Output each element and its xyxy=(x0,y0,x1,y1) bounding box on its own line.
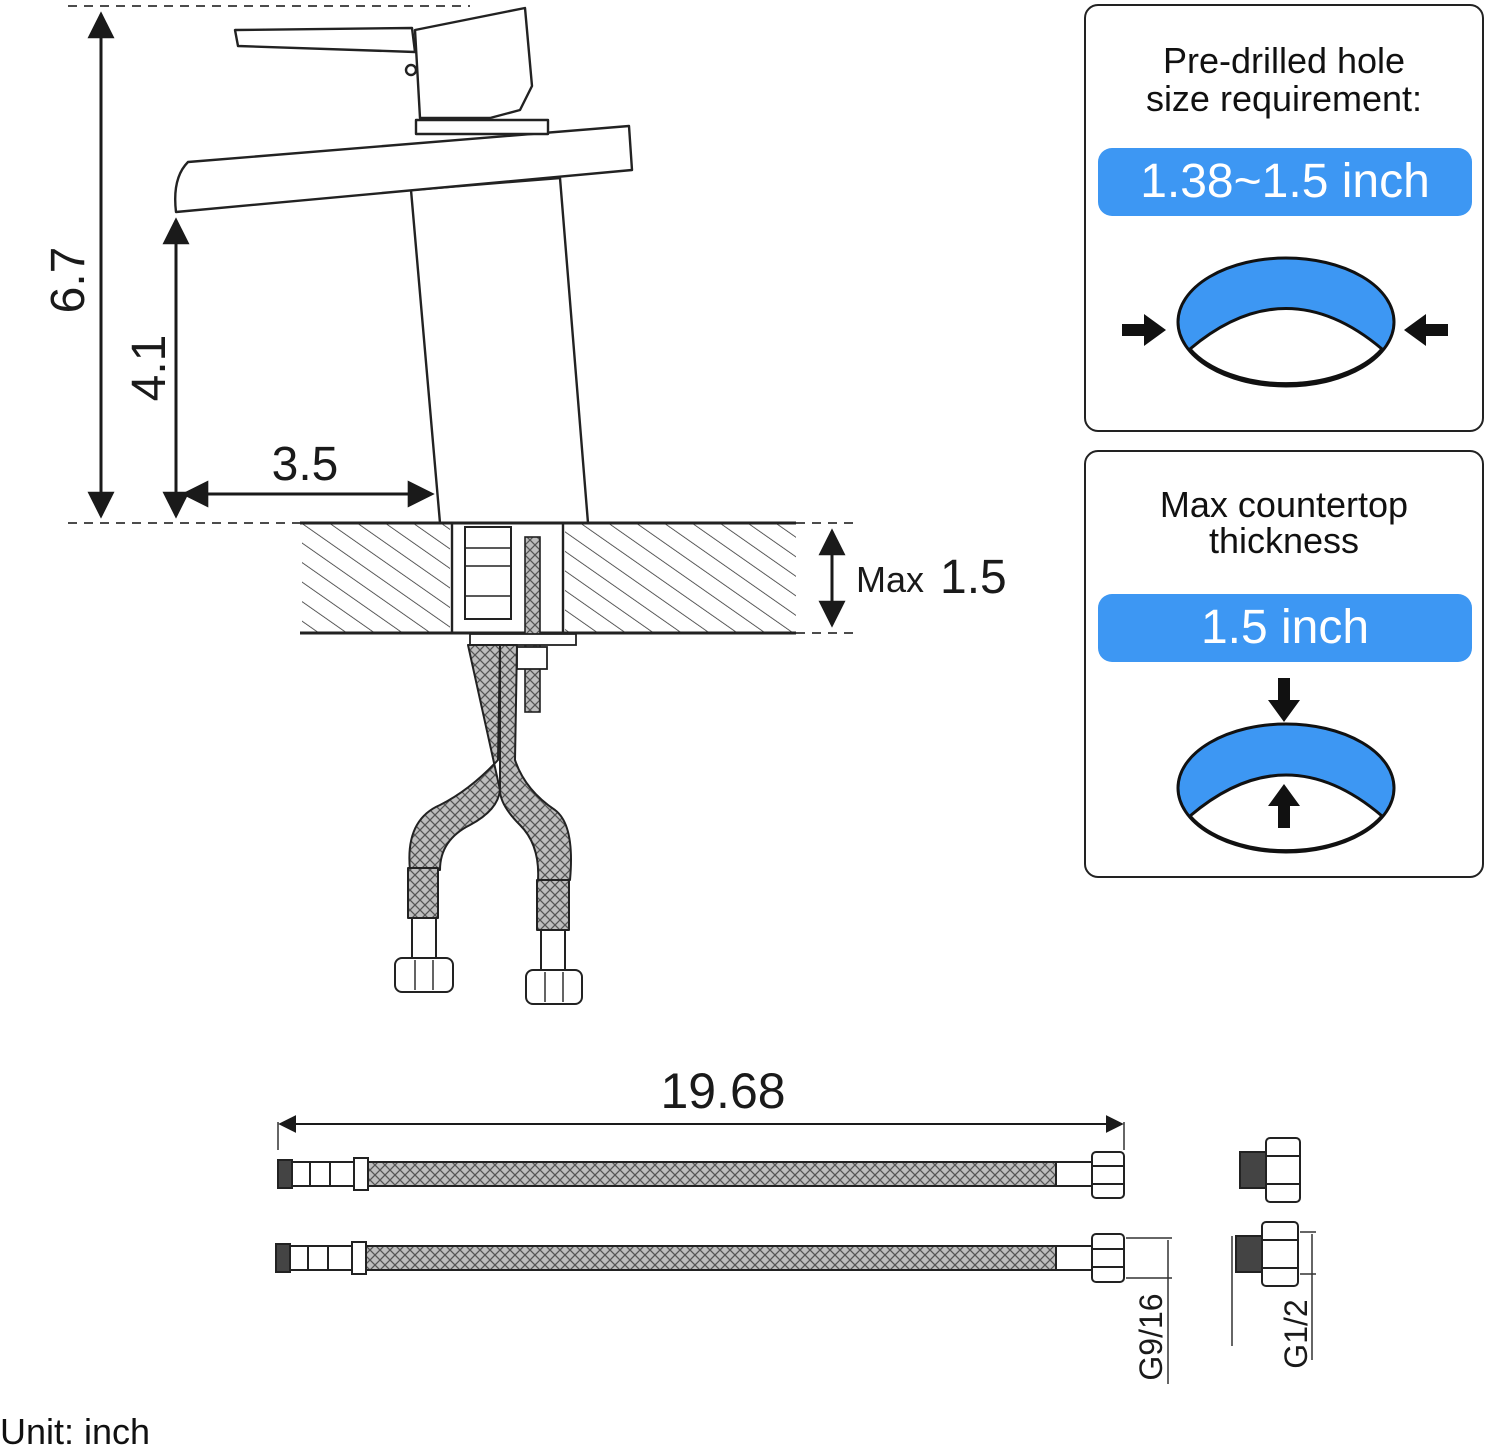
thickness-title-line2: thickness xyxy=(1208,520,1360,561)
reach-label: 3.5 xyxy=(272,438,339,491)
hose-thread-label: G9/16 xyxy=(1133,1293,1169,1380)
reference-lines xyxy=(68,5,860,634)
adapter-thread-dimension xyxy=(1231,1231,1316,1360)
adapter-thread-label: G1/2 xyxy=(1278,1299,1314,1368)
thickness-value-badge: 1.5 inch xyxy=(1098,594,1472,662)
hole-size-title-line1: Pre-drilled hole xyxy=(1162,40,1406,81)
hole-size-value-badge: 1.38~1.5 inch xyxy=(1098,148,1472,216)
hose-length-dimension: 19.68 xyxy=(277,1063,1125,1150)
hose-2 xyxy=(275,1233,1125,1283)
countertop-thickness-icon xyxy=(1176,678,1396,854)
countertop-section xyxy=(300,521,796,713)
hole-diameter-icon xyxy=(1122,256,1448,388)
supply-hoses xyxy=(394,644,583,1005)
height-label: 6.7 xyxy=(42,247,95,314)
hose-1 xyxy=(277,1151,1125,1199)
max-value-label: 1.5 xyxy=(940,551,1007,604)
hose-length-label: 19.68 xyxy=(660,1063,785,1119)
hole-size-panel: Pre-drilled hole size requirement: 1.38~… xyxy=(1084,4,1484,432)
thickness-title-line1: Max countertop xyxy=(1159,484,1409,525)
adapter-2 xyxy=(1235,1221,1299,1287)
countertop-thickness-panel: Max countertop thickness 1.5 inch xyxy=(1084,450,1484,878)
hose-thread-dimension xyxy=(1126,1237,1172,1384)
adapter-1 xyxy=(1239,1137,1301,1203)
max-label: Max xyxy=(856,559,924,600)
faucet-body xyxy=(174,6,634,525)
dimension-arrows xyxy=(87,11,846,628)
spout-height-label: 4.1 xyxy=(123,335,176,402)
unit-note: Unit: inch xyxy=(0,1411,151,1452)
hole-size-title-line2: size requirement: xyxy=(1145,78,1423,119)
